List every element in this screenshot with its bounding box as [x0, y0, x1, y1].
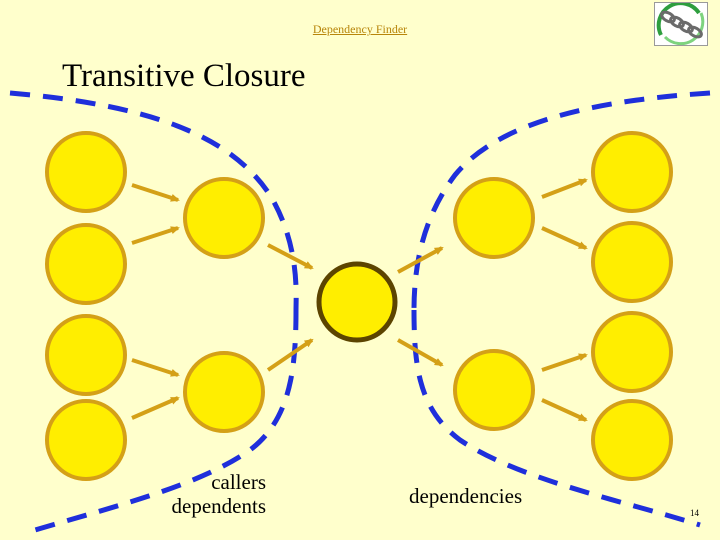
caller-node — [45, 131, 127, 213]
arrow — [131, 226, 180, 245]
slide-title: Transitive Closure — [62, 58, 306, 94]
dependents-label: dependents — [171, 494, 266, 518]
caller-node — [45, 399, 127, 481]
dependency-node — [591, 311, 673, 393]
arrow — [541, 353, 588, 372]
caller-node — [45, 314, 127, 396]
arrow — [397, 338, 444, 367]
arrow — [266, 338, 314, 372]
boundary-curve-top-right — [411, 90, 711, 311]
callers-label: callers — [211, 470, 266, 494]
caller-node — [183, 351, 265, 433]
boundary-curve-bottom-left — [34, 309, 299, 533]
center-node — [316, 261, 398, 343]
page-number: 14 — [690, 508, 699, 518]
arrow — [397, 246, 444, 274]
arrow — [541, 178, 588, 199]
dependency-node — [591, 131, 673, 213]
header-link[interactable]: Dependency Finder — [312, 22, 408, 36]
dependency-node — [453, 349, 535, 431]
arrow — [541, 226, 588, 250]
caller-node — [183, 177, 265, 259]
arrow — [267, 243, 314, 270]
dependency-node — [591, 221, 673, 303]
callers-dependents-label: callers dependents — [140, 470, 266, 518]
caller-node — [45, 223, 127, 305]
boundary-curve-top-left — [9, 90, 299, 311]
chain-links-icon — [654, 1, 708, 46]
arrow — [131, 358, 180, 377]
dependency-node — [591, 399, 673, 481]
dependencies-label: dependencies — [409, 484, 523, 508]
dependency-node — [453, 177, 535, 259]
arrow — [131, 183, 180, 202]
arrow — [131, 396, 180, 420]
arrow — [541, 398, 588, 422]
